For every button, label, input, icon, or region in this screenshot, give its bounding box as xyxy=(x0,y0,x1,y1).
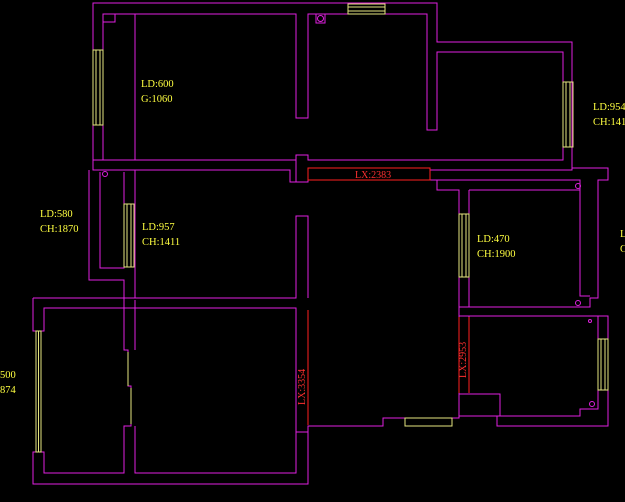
label-h-right-mid: CH:1900 xyxy=(477,249,516,260)
fixture-circle-right-upper xyxy=(575,183,581,189)
dimension-lines: LX:2383 LX:3354 LX:2953 xyxy=(297,167,470,425)
window-right-lower xyxy=(597,338,609,391)
label-ld-right-top: LD:954 xyxy=(593,102,625,113)
label-ld-right-mid: LD:470 xyxy=(477,234,510,245)
window-left-mid xyxy=(123,203,135,268)
label-h-top-left: G:1060 xyxy=(141,94,173,105)
fixture-circle-left xyxy=(102,171,108,177)
window-top xyxy=(347,3,386,15)
walls xyxy=(32,2,609,485)
label-h-bottom-left: 874 xyxy=(0,385,17,396)
dim-corridor-top-box xyxy=(307,167,431,181)
dim-label-corridor-top: LX:2383 xyxy=(355,170,391,181)
label-h-mid-left: CH:1411 xyxy=(142,237,180,248)
label-ld-bottom-left: 500 xyxy=(0,370,16,381)
dim-label-vertical-right: LX:2953 xyxy=(458,342,469,378)
room-labels: LD:600 G:1060 LD:954 CH:141 LD:580 CH:18… xyxy=(0,79,625,396)
wall-room-top-left-inner xyxy=(134,13,564,161)
wall-left-mid-block xyxy=(88,170,136,299)
window-right-mid xyxy=(458,213,470,278)
fixture-circle-right-mid xyxy=(575,300,581,306)
fixture-circle-top xyxy=(317,15,324,22)
wall-mid-room xyxy=(135,169,309,299)
windows xyxy=(35,3,609,453)
fixture-circle-right-lower xyxy=(589,401,595,407)
window-bottom-left xyxy=(35,330,42,453)
label-ld-mid-left: LD:957 xyxy=(142,222,175,233)
fixture-square-top xyxy=(315,13,326,24)
door-bottom-left xyxy=(127,352,132,424)
label-ld-left-outside: LD:580 xyxy=(40,209,73,220)
fixture-dot-right xyxy=(588,319,592,323)
dim-label-vertical-left: LX:3354 xyxy=(297,369,308,405)
label-ld-top-left: LD:600 xyxy=(141,79,174,90)
label-h-right-top: CH:141 xyxy=(593,117,625,128)
window-bottom xyxy=(404,417,453,427)
window-right-top xyxy=(562,81,574,148)
label-h-far-right: C xyxy=(620,244,625,255)
wall-bottom-left-inner xyxy=(134,307,297,474)
label-ld-far-right: L xyxy=(620,229,625,240)
window-left-top xyxy=(92,49,104,126)
label-h-left-outside: CH:1870 xyxy=(40,224,79,235)
